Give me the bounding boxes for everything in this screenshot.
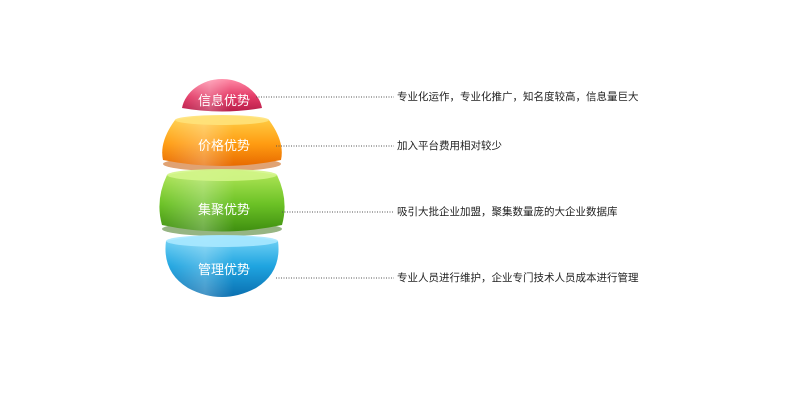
segment-management-label: 管理优势	[198, 262, 250, 278]
description-info: 专业化运作，专业化推广，知名度较高，信息量巨大	[397, 91, 639, 103]
segment-info-label: 信息优势	[198, 93, 250, 109]
segment-info: 信息优势	[182, 79, 262, 112]
segment-price-label: 价格优势	[198, 138, 250, 154]
segment-management: 管理优势	[165, 235, 279, 297]
description-management: 专业人员进行维护，企业专门技术人员成本进行管理	[397, 272, 639, 284]
segment-price: 价格优势	[162, 115, 282, 171]
segment-cluster: 集聚优势	[159, 169, 285, 236]
description-cluster: 吸引大批企业加盟，聚集数量庞的大企业数据库	[397, 206, 618, 218]
description-price: 加入平台费用相对较少	[397, 140, 502, 152]
segment-cluster-label: 集聚优势	[198, 202, 250, 218]
